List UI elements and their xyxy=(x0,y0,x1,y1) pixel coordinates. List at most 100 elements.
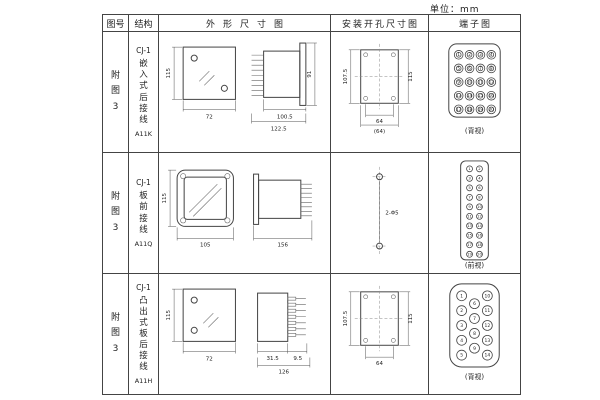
header-fig: 图号 xyxy=(102,14,129,32)
dim-label: 107.5 xyxy=(343,310,349,326)
model-label: CJ-1 xyxy=(136,282,151,292)
figure-number: 附图3 xyxy=(111,192,121,233)
dim-side-height: 91 xyxy=(306,42,317,106)
dim-label: 115 xyxy=(408,71,414,81)
terminal-pin-inner xyxy=(466,106,473,112)
dim-label: 64 xyxy=(376,119,383,125)
terminal-pin-inner xyxy=(488,106,495,112)
terminal-pin xyxy=(482,290,493,301)
model-label: CJ-1 xyxy=(136,46,151,56)
dim-label: 72 xyxy=(206,356,213,362)
dim-label: 105 xyxy=(200,242,211,248)
terminal-pin xyxy=(466,222,473,229)
fig-cell: 附图3 xyxy=(102,273,129,395)
terminal-number: 13 xyxy=(467,224,472,228)
terminal-pin xyxy=(476,184,483,191)
dim-depth: 156 xyxy=(253,220,313,248)
terminal-pin xyxy=(464,76,475,87)
terminal-number: 11 xyxy=(467,214,472,218)
terminal-number: 2 xyxy=(460,308,463,314)
side-view xyxy=(251,42,307,106)
dim-stud-width: 9.5 xyxy=(287,343,308,362)
terminal-number: 9 xyxy=(468,205,471,209)
terminal-number: 7 xyxy=(473,316,476,322)
terminal-number: 10 xyxy=(477,205,482,209)
terminal-pin-inner xyxy=(477,106,484,112)
view-label: (前视) xyxy=(465,260,485,269)
terminal-number: 18 xyxy=(477,243,482,247)
outline-drawing-cell: 115 105 156 xyxy=(158,152,331,274)
terminal-pin xyxy=(482,304,493,316)
terminal-number: 18 xyxy=(467,106,473,111)
dim-v1: 107.5 xyxy=(343,291,360,346)
fig-cell: 附图3 xyxy=(102,31,129,153)
terminal-number: 16 xyxy=(477,233,482,237)
terminal-pin xyxy=(464,104,475,114)
terminal-number: 4 xyxy=(478,176,481,180)
structure-desc: 嵌入式后接线 xyxy=(139,59,148,125)
dim-label: 31.5 xyxy=(267,356,280,362)
dim-height: 115 xyxy=(166,288,183,342)
structure-cell: CJ-1 板前接线 A11Q xyxy=(128,152,159,274)
terminal-number: 10 xyxy=(485,293,491,299)
view-label: (背视) xyxy=(465,371,485,380)
terminal-pin xyxy=(456,290,467,301)
terminal-number: 15 xyxy=(478,93,484,98)
terminal-pin-inner xyxy=(455,65,462,71)
structure-cell: CJ-1 凸出式板后接线 A11H xyxy=(128,273,159,395)
dim-height: 115 xyxy=(166,46,183,100)
terminal-pin xyxy=(475,63,486,73)
terminal-pin xyxy=(466,241,473,248)
install-drawing-cell: 2-Φ5 xyxy=(330,152,429,274)
terminal-number: 4 xyxy=(490,52,493,57)
terminal-number: 14 xyxy=(477,224,482,228)
figure-number: 附图3 xyxy=(111,313,121,354)
terminal-pin-inner xyxy=(488,51,495,58)
terminal-number: 1 xyxy=(457,52,460,57)
terminal-pin xyxy=(453,63,464,73)
terminal-pin xyxy=(476,212,483,220)
terminal-pin-inner xyxy=(477,51,484,58)
spec-table: 图号 结构 外形尺寸图 安装开孔尺寸图 端子图 附图3 CJ-1 嵌入式后接线 … xyxy=(102,14,521,395)
terminal-number: 7 xyxy=(468,195,471,199)
terminal-pin xyxy=(475,90,486,101)
terminal-number: 14 xyxy=(485,352,491,358)
front-view xyxy=(176,169,234,227)
terminal-number: 6 xyxy=(473,301,476,307)
terminal-number: 19 xyxy=(478,106,484,111)
dim-v2: 115 xyxy=(399,49,414,104)
terminal-pin xyxy=(476,203,483,210)
terminal-number: 4 xyxy=(460,337,463,343)
dim-width: 105 xyxy=(176,227,234,248)
terminal-pin xyxy=(486,49,497,60)
terminal-pin xyxy=(476,193,483,201)
dim-label: 115 xyxy=(166,309,172,320)
structure-cell: CJ-1 嵌入式后接线 A11K xyxy=(128,31,159,153)
dim-width: 72 xyxy=(182,100,236,120)
dim-label: 122.5 xyxy=(271,126,287,132)
header-row: 图号 结构 外形尺寸图 安装开孔尺寸图 端子图 xyxy=(102,14,521,32)
table-row: 附图3 CJ-1 板前接线 A11Q xyxy=(102,152,521,274)
dim-label: 72 xyxy=(206,114,213,120)
terminal-pin xyxy=(469,312,480,324)
terminal-number: 5 xyxy=(460,352,463,358)
terminal-number: 8 xyxy=(490,66,493,71)
dim-depth1: 100.5 xyxy=(263,99,307,120)
terminal-pin xyxy=(475,104,486,114)
terminal-pin-inner xyxy=(466,51,473,58)
dim-width: 72 xyxy=(182,342,236,362)
model-label: CJ-1 xyxy=(136,178,151,188)
dim-label: 64 xyxy=(376,361,383,367)
dim-v2: 115 xyxy=(399,291,414,346)
dim-label: 156 xyxy=(277,242,288,248)
terminal-number: 2 xyxy=(478,167,481,171)
terminal-number: 8 xyxy=(478,195,481,199)
terminal-pin xyxy=(466,231,473,239)
terminal-pin xyxy=(453,76,464,87)
dim-label: 107.5 xyxy=(343,68,349,84)
terminal-number: 20 xyxy=(477,252,482,256)
terminal-number: 19 xyxy=(467,252,472,256)
